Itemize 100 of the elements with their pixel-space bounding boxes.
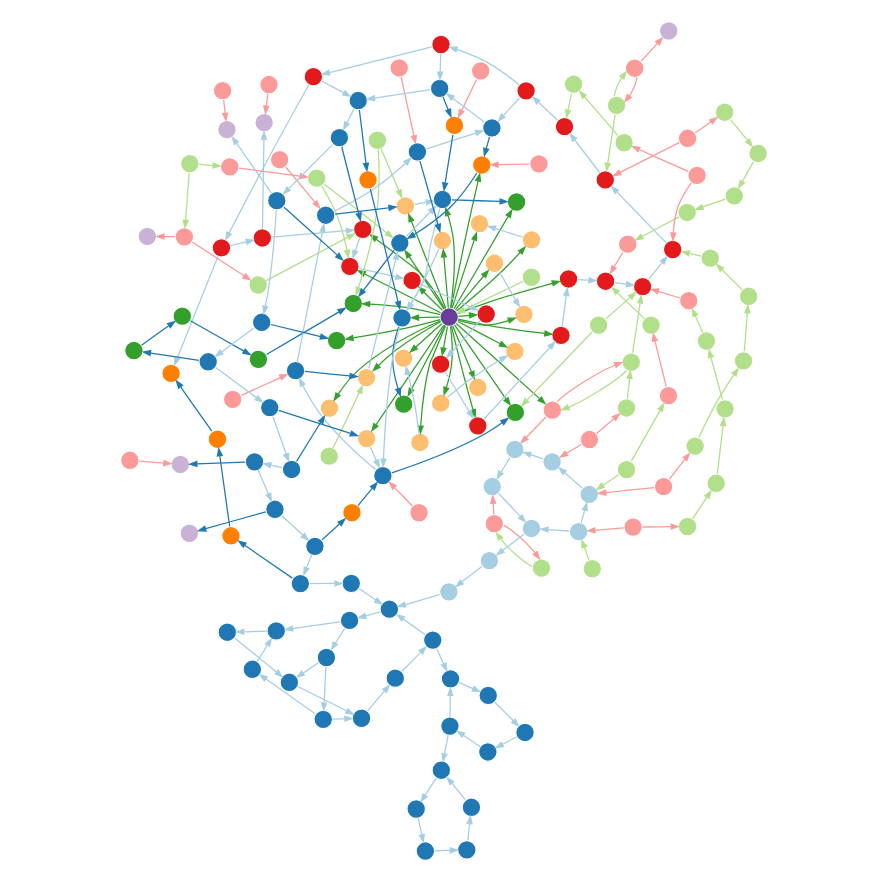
node-circle [588,315,609,335]
node-circle [124,340,144,361]
node-circle [595,170,616,190]
arrow [634,216,680,241]
arrow [564,92,573,120]
arrow [420,283,480,311]
node-circle [469,213,490,234]
arrow [341,146,362,223]
node-circle [529,154,549,174]
node-circle [678,290,699,311]
node-circle [430,393,451,413]
node-circle [431,760,452,781]
arrow [578,89,619,137]
arrow [520,331,593,407]
node-circle [700,248,721,268]
arrow [457,317,517,326]
arrow [140,320,177,346]
node-circle [198,351,218,372]
arrow [237,540,294,579]
arrow [497,97,521,123]
arrow [331,715,354,723]
node-circle [379,599,400,620]
arrow [609,251,624,275]
node-circle [373,465,393,486]
node-circle [467,377,488,398]
arrow [586,526,625,534]
node-circle [624,58,645,79]
node-circle [248,275,268,295]
node-circle [677,128,698,149]
arrow [285,166,321,210]
node-circle [207,429,228,450]
node-circle [316,647,337,668]
node-circle [339,610,360,631]
arrow [408,212,447,309]
arrow [282,143,334,196]
arrow [503,524,541,561]
arrow [495,533,525,556]
arrow [692,489,713,520]
arrow [323,183,394,239]
node-circle [685,436,705,456]
node-circle [579,484,600,505]
arrow [295,662,320,679]
arrow [716,416,727,475]
node-circle [542,452,562,472]
arrow [369,446,380,469]
node-circle [406,799,427,819]
node-circle [351,708,372,729]
node-circle [714,102,735,123]
arrow [352,237,361,260]
arrow [626,369,633,400]
arrow [737,161,755,190]
arrow [296,222,326,362]
arrow [358,587,384,606]
node-circle [696,331,717,351]
arrow [425,130,485,150]
arrow [356,269,442,314]
arrow [446,776,466,801]
arrow [560,370,628,411]
node-circle [303,66,324,87]
node-circle [329,127,350,148]
arrow [191,241,252,281]
node-circle [515,722,535,743]
node-circle [484,253,505,274]
node-circle [422,630,443,650]
arrow [309,580,344,587]
arrow [231,135,273,194]
node-circle [326,330,347,351]
arrow [321,517,347,541]
arrow [454,269,490,311]
node-circle [677,516,698,537]
arrow [520,416,547,445]
arrow [605,291,637,320]
arrow [521,451,544,460]
node-circle [461,797,482,818]
arrow [630,145,689,172]
arrow [405,205,437,237]
node-circle [506,192,527,212]
node-circle [542,400,563,420]
arrow [330,627,346,651]
arrow [604,114,616,173]
arrow [648,255,668,280]
arrow [391,417,510,474]
node-circle [439,307,459,327]
node-circle [341,573,362,594]
arrow [355,149,380,297]
arrow [444,206,455,309]
arrow [715,263,743,291]
arrow [561,286,570,327]
arrow [531,96,559,121]
node-circle [706,473,727,494]
node-circle [476,304,497,324]
node-circle [516,81,536,101]
arrow [455,322,547,405]
arrow [668,452,691,480]
arrow [610,286,645,320]
node-circle [348,90,369,111]
arrow [240,373,289,397]
node-circle [352,219,373,240]
node-circle [662,239,683,260]
node-circle [259,74,279,95]
